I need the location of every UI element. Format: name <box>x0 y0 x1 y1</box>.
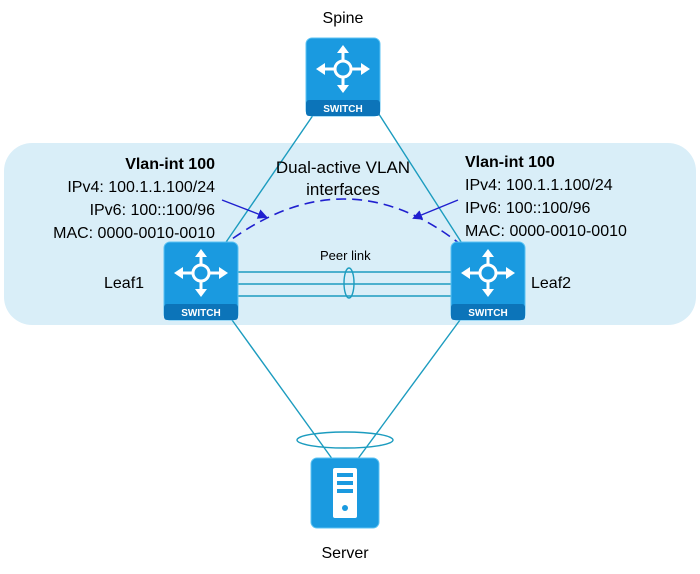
leaf2-mac: MAC: 0000-0010-0010 <box>465 223 627 240</box>
peer-link-aggregation-ring <box>343 267 355 299</box>
leaf1-switch-badge: SWITCH <box>181 308 220 319</box>
leaf2-switch-badge: SWITCH <box>468 308 507 319</box>
switch-icon <box>461 249 515 297</box>
link-spine-leaf1 <box>221 107 319 249</box>
server-aggregation-ring <box>296 431 394 449</box>
dual-active-dashed-arc <box>219 198 466 249</box>
server-icon <box>333 468 357 518</box>
arrow-to-leaf1-arc <box>221 199 268 219</box>
spine-switch-badge: SWITCH <box>323 104 362 115</box>
spine-label: Spine <box>322 10 364 27</box>
switch-icon <box>316 45 370 93</box>
links <box>221 107 466 461</box>
link-leaf1-server <box>231 319 334 461</box>
leaf1-ipv4: IPv4: 100.1.1.100/24 <box>67 179 215 196</box>
leaf2-ipv6: IPv6: 100::100/96 <box>465 200 591 217</box>
dual-active-label-line1: Dual-active VLAN <box>275 158 411 177</box>
leaf2-ipv4: IPv4: 100.1.1.100/24 <box>465 177 613 194</box>
leaf1-switch[interactable]: SWITCH <box>163 241 239 321</box>
leaf2-label: Leaf2 <box>531 275 572 292</box>
server[interactable] <box>310 457 380 529</box>
server-label: Server <box>321 545 369 562</box>
leaf1-label: Leaf1 <box>104 275 145 292</box>
dual-active-label-line2: interfaces <box>306 180 380 199</box>
spine-switch[interactable]: SWITCH <box>305 37 381 117</box>
link-leaf2-server <box>356 319 461 461</box>
leaf1-vlan-int-title: Vlan-int 100 <box>125 156 215 173</box>
arrow-to-leaf2-arc <box>412 199 459 220</box>
leaf1-mac: MAC: 0000-0010-0010 <box>53 225 215 242</box>
switch-icon <box>174 249 228 297</box>
leaf2-vlan-int-title: Vlan-int 100 <box>465 154 555 171</box>
leaf1-ipv6: IPv6: 100::100/96 <box>89 202 215 219</box>
leaf2-switch[interactable]: SWITCH <box>450 241 526 321</box>
peer-link-label: Peer link <box>320 248 371 263</box>
link-spine-leaf2 <box>374 107 466 249</box>
